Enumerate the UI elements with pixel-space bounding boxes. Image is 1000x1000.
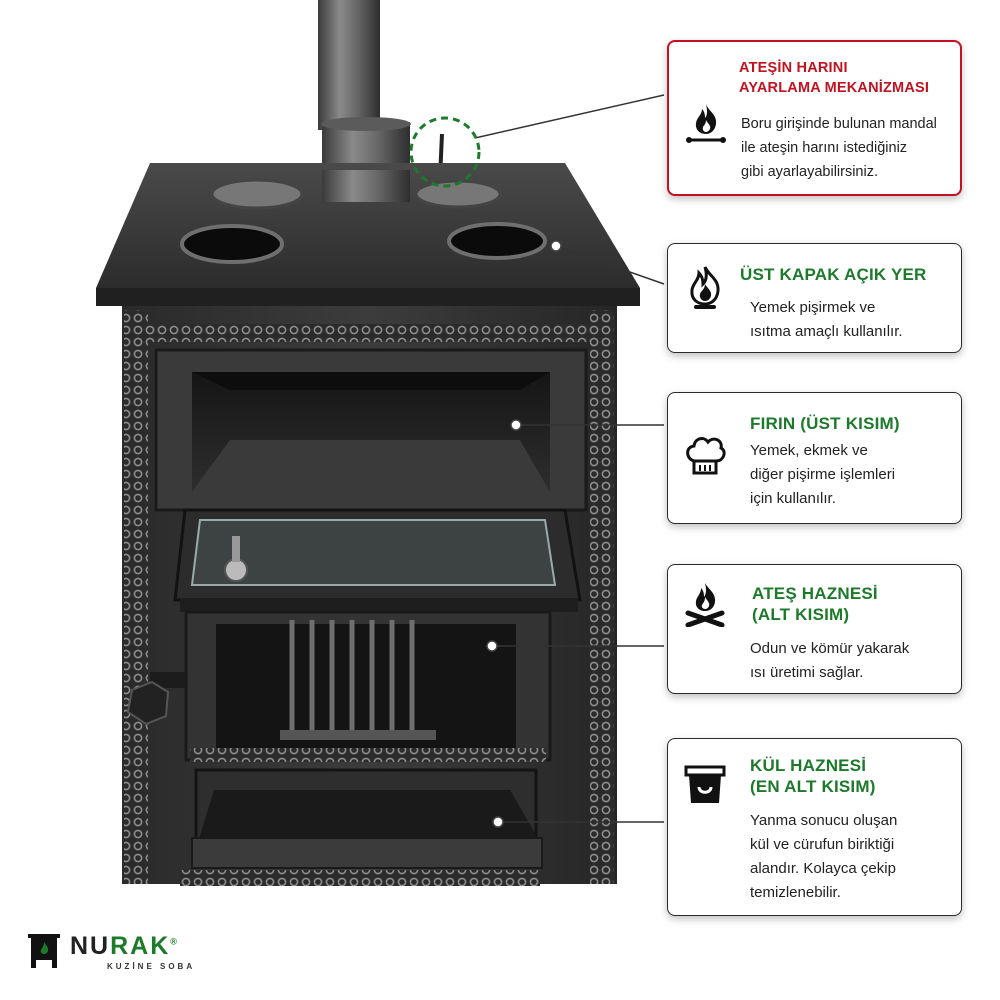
stove-logo-icon bbox=[28, 934, 60, 968]
hob-lid-left bbox=[210, 178, 304, 210]
callout-dots bbox=[486, 240, 562, 828]
top-plate-edge bbox=[96, 288, 640, 306]
callout-oven-body: Yemek, ekmek ve diğer pişirme işlemleri … bbox=[750, 442, 896, 507]
chimney-pipe bbox=[318, 0, 380, 130]
callout-top-lid-title: ÜST KAPAK AÇIK YER bbox=[740, 265, 927, 284]
brand-logo: NURAK® KUZİNE SOBA bbox=[26, 928, 216, 976]
callout-firebox-body: Odun ve kömür yakarak ısı üretimi sağlar… bbox=[750, 640, 910, 681]
campfire-icon bbox=[685, 583, 725, 627]
hob-hole-left bbox=[180, 224, 284, 264]
callout-ash-drawer-body: Yanma sonucu oluşan kül ve cürufun birik… bbox=[750, 812, 898, 901]
ash-drawer bbox=[198, 790, 540, 842]
callout-oven: FIRIN (ÜST KISIM) Yemek, ekmek ve diğer … bbox=[667, 392, 962, 524]
fire-grate bbox=[289, 620, 415, 732]
pipe-collar-rim bbox=[321, 117, 411, 131]
flame-adjust-icon bbox=[686, 104, 726, 143]
callout-ash-drawer-title: KÜL HAZNESİ (EN ALT KISIM) bbox=[750, 756, 876, 796]
brand-subtitle: KUZİNE SOBA bbox=[107, 962, 196, 971]
callout-firebox: ATEŞ HAZNESİ (ALT KISIM) Odun ve kömür y… bbox=[667, 564, 962, 694]
oven-door-glass bbox=[190, 519, 557, 586]
callout-top-lid-body: Yemek pişirmek ve ısıtma amaçlı kullanıl… bbox=[750, 299, 903, 340]
ash-box-icon bbox=[684, 765, 726, 803]
hob-hole-right bbox=[447, 222, 547, 260]
side-handle bbox=[150, 672, 186, 688]
firebox-cavity bbox=[216, 624, 516, 748]
hob-lid-right bbox=[414, 179, 502, 209]
callout-oven-title: FIRIN (ÜST KISIM) bbox=[750, 414, 900, 433]
callout-top-lid: ÜST KAPAK AÇIK YER Yemek pişirmek ve ısı… bbox=[667, 243, 962, 353]
leader-lines bbox=[474, 94, 665, 823]
callout-damper-body: Boru girişinde bulunan mandal ile ateşin… bbox=[741, 116, 937, 180]
damper-highlight-circle bbox=[409, 116, 481, 188]
callout-ash-drawer: KÜL HAZNESİ (EN ALT KISIM) Yanma sonucu … bbox=[667, 738, 962, 916]
flame-icon bbox=[690, 266, 720, 309]
chef-hat-icon bbox=[686, 437, 726, 475]
callout-damper-title: ATEŞİN HARINI AYARLAMA MEKANİZMASI bbox=[739, 60, 930, 96]
callout-firebox-title: ATEŞ HAZNESİ (ALT KISIM) bbox=[752, 584, 878, 624]
thermometer bbox=[224, 558, 248, 582]
handle-knob bbox=[126, 680, 170, 726]
brand-name: NURAK® bbox=[70, 932, 179, 960]
callout-damper: ATEŞİN HARINI AYARLAMA MEKANİZMASI Boru … bbox=[667, 40, 962, 196]
